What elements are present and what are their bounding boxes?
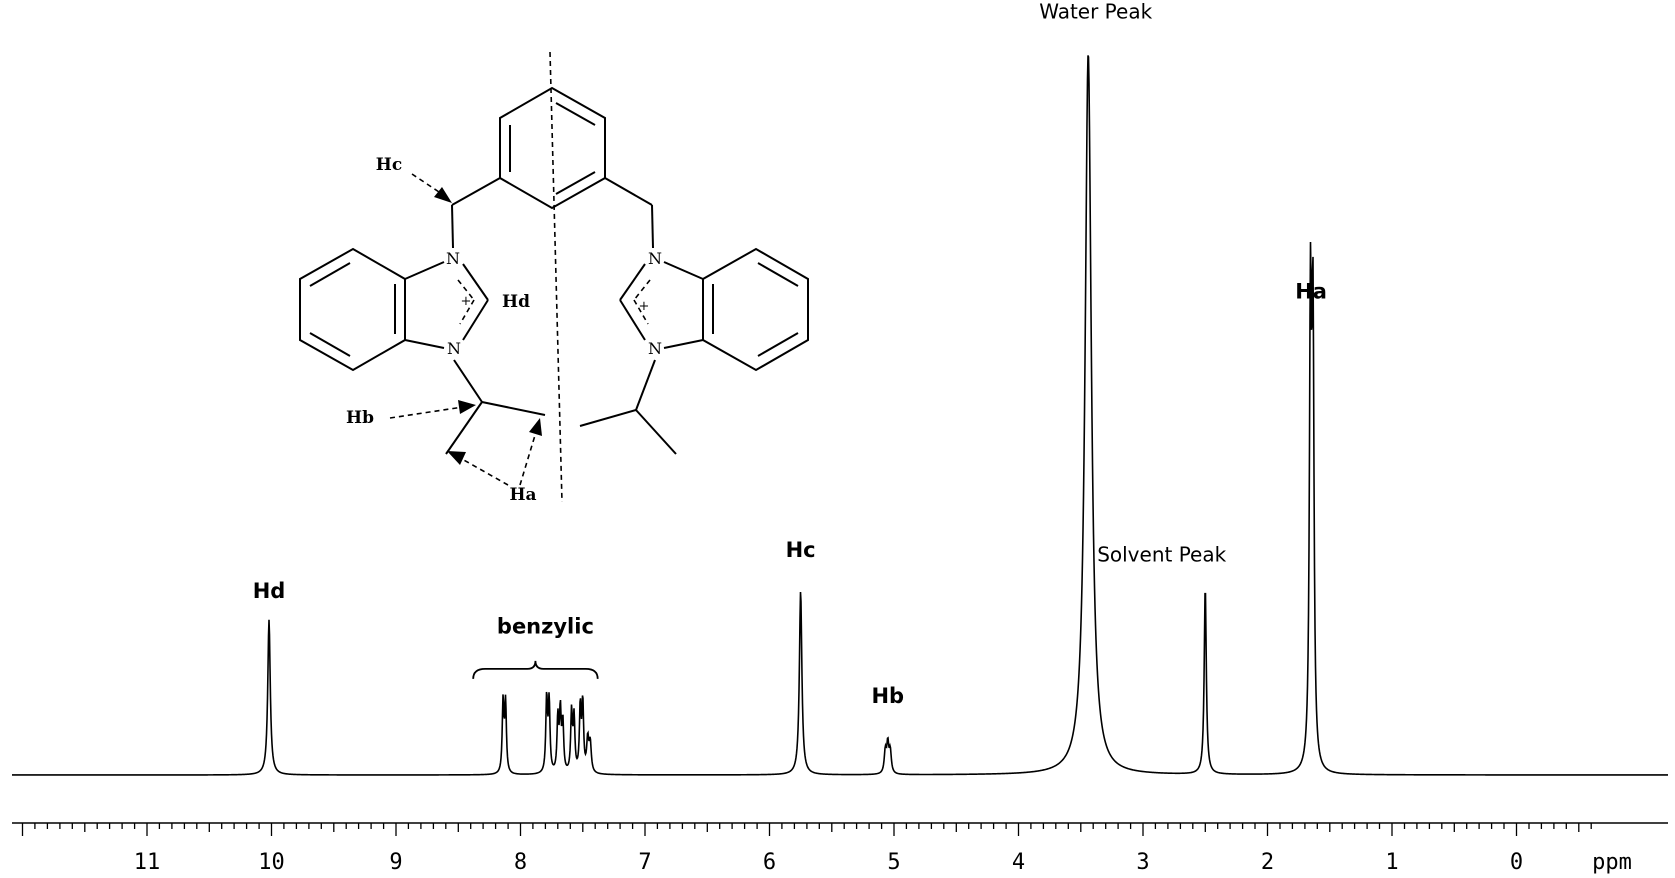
axis-unit-label: ppm [1592, 850, 1632, 875]
ha-label: Ha [509, 485, 536, 505]
right-imidazole-bond [619, 299, 646, 341]
hb-arrow [389, 406, 464, 419]
left-imidazole-bond [404, 339, 445, 349]
peak-label: Hc [786, 538, 816, 562]
tick-label: 11 [134, 850, 161, 875]
right-isopropyl-bond [635, 409, 677, 455]
right-imidazole-dashed [633, 299, 649, 325]
tick-label: 3 [1136, 850, 1149, 875]
central-benzene-ring [499, 86, 606, 210]
right-imidazole-bond [663, 339, 704, 349]
right-ch2-bond [651, 204, 654, 249]
left-benzo-inner-bond [309, 332, 351, 357]
tick-label: 1 [1385, 850, 1398, 875]
right-imidazole-dashed [633, 279, 651, 301]
peak-label: Hd [253, 579, 286, 603]
hb-arrowhead [458, 400, 476, 414]
left-isopropyl-bond [453, 359, 483, 403]
tick-label: 5 [887, 850, 900, 875]
left-benzo-inner-bond [309, 262, 351, 287]
left-isopropyl-bond [445, 401, 483, 455]
ha-arrowhead [447, 451, 466, 465]
peak-label: Water Peak [1039, 0, 1152, 23]
symmetry-line [549, 51, 563, 503]
ha-arrowhead [529, 418, 542, 436]
tick-label: 9 [389, 850, 402, 875]
right-imidazole-bond [663, 261, 704, 280]
tick-label: 6 [763, 850, 776, 875]
hc-arrow [411, 173, 446, 197]
left-imidazole-dashed [457, 279, 475, 301]
tick-label: 8 [514, 850, 527, 875]
nitrogen-label: N [447, 339, 461, 358]
left-imidazole-bond [462, 263, 489, 301]
positive-charge-label: + [461, 294, 472, 309]
positive-charge-label: + [639, 299, 650, 314]
peak-label: Solvent Peak [1097, 542, 1226, 566]
hc-label: Hc [376, 155, 402, 175]
tick-label: 0 [1510, 850, 1523, 875]
right-benzo-inner-bond [757, 332, 799, 357]
nitrogen-label: N [648, 339, 662, 358]
right-benzo-ring [702, 247, 809, 372]
peak-label: Ha [1295, 280, 1327, 304]
tick-label: 7 [638, 850, 651, 875]
right-benzo-inner-bond [757, 262, 799, 287]
hb-label: Hb [346, 408, 374, 428]
tick-label: 4 [1012, 850, 1025, 875]
molecule-structure: N N N N + + Hc Hd Hb Ha [299, 51, 809, 505]
right-isopropyl-bond [635, 359, 656, 411]
tick-label: 10 [258, 850, 285, 875]
peak-label: benzylic [497, 615, 594, 639]
left-imidazole-bond [404, 261, 445, 280]
left-imidazole-bond [462, 299, 489, 341]
right-imidazole-bond [619, 263, 646, 301]
left-isopropyl-bond [481, 401, 546, 416]
central-ring-inner-bond [555, 171, 596, 195]
left-benzo-ring [299, 247, 406, 372]
benzylic-brace [472, 660, 599, 679]
spectrum-trace [12, 55, 1668, 776]
hd-label: Hd [502, 292, 530, 312]
right-ch2-bond [604, 177, 653, 206]
minor-ticks [34, 823, 1592, 832]
left-imidazole-dashed [459, 299, 475, 325]
nitrogen-label: N [446, 249, 460, 268]
nitrogen-label: N [648, 249, 662, 268]
hc-arrowhead [434, 187, 452, 203]
left-ch2-bond [451, 204, 454, 249]
right-isopropyl-bond [579, 409, 637, 427]
peak-label: Hb [871, 684, 904, 708]
central-ring-inner-bond [555, 102, 596, 126]
ha-arrow [461, 458, 509, 486]
ha-arrow [519, 431, 537, 486]
tick-label: 2 [1261, 850, 1274, 875]
left-ch2-bond [451, 177, 501, 206]
